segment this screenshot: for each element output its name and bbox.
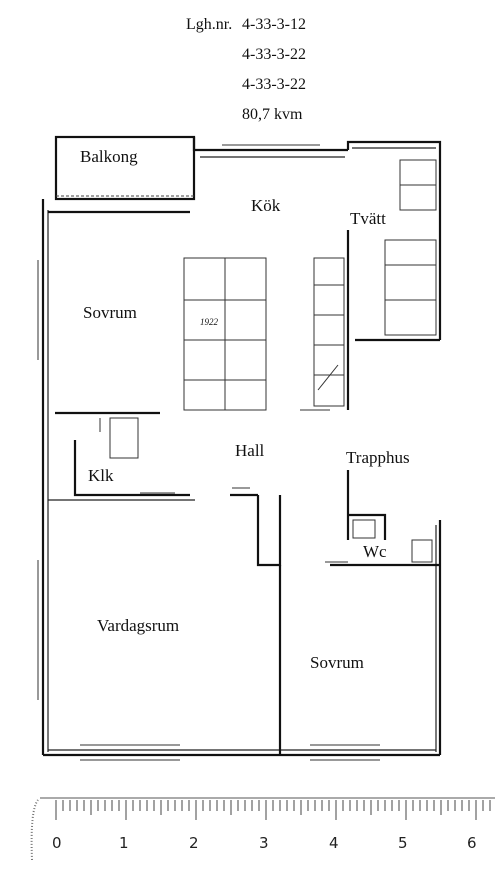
room-label-trapphus: Trapphus (346, 448, 410, 467)
scale-label-5: 5 (398, 834, 408, 852)
door-marks (140, 409, 348, 563)
apartment-number-label: Lgh.nr. (186, 16, 232, 33)
laundry-units (384, 159, 437, 336)
room-label-klk: Klk (88, 466, 114, 485)
scale-label-6: 6 (467, 834, 477, 852)
apartment-number-2: 4-33-3-22 (242, 46, 306, 63)
apartment-number-1: 4-33-3-12 (242, 16, 306, 33)
kitchen-cabinets: 1922 (183, 257, 267, 411)
apartment-area: 80,7 kvm (242, 106, 303, 123)
cabinet-note: 1922 (200, 317, 219, 327)
room-label-wc: Wc (363, 542, 387, 561)
scale-ruler: 0 1 2 3 4 5 6 (30, 797, 495, 861)
plan-header: Lgh.nr. 4-33-3-12 4-33-3-22 4-33-3-22 80… (186, 16, 306, 123)
room-label-balkong: Balkong (80, 147, 138, 166)
scale-label-0: 0 (52, 834, 62, 852)
outer-walls (41, 137, 442, 757)
scale-label-2: 2 (189, 834, 199, 852)
interior-walls (48, 210, 440, 755)
room-label-tvatt: Tvätt (350, 209, 386, 228)
kitchen-counter (313, 257, 345, 407)
room-label-vardagsrum: Vardagsrum (97, 616, 179, 635)
windows (37, 144, 380, 761)
apartment-number-3: 4-33-3-22 (242, 76, 306, 93)
scale-label-1: 1 (119, 834, 129, 852)
room-labels: Balkong Kök Tvätt Sovrum Klk Hall Trapph… (80, 147, 410, 672)
scale-label-3: 3 (259, 834, 269, 852)
scale-label-4: 4 (329, 834, 339, 852)
room-label-hall: Hall (235, 441, 265, 460)
balcony (54, 135, 196, 201)
room-label-kok: Kök (251, 196, 281, 215)
wc-fixtures (352, 519, 433, 563)
room-label-sovrum-2: Sovrum (310, 653, 364, 672)
room-label-sovrum-1: Sovrum (83, 303, 137, 322)
